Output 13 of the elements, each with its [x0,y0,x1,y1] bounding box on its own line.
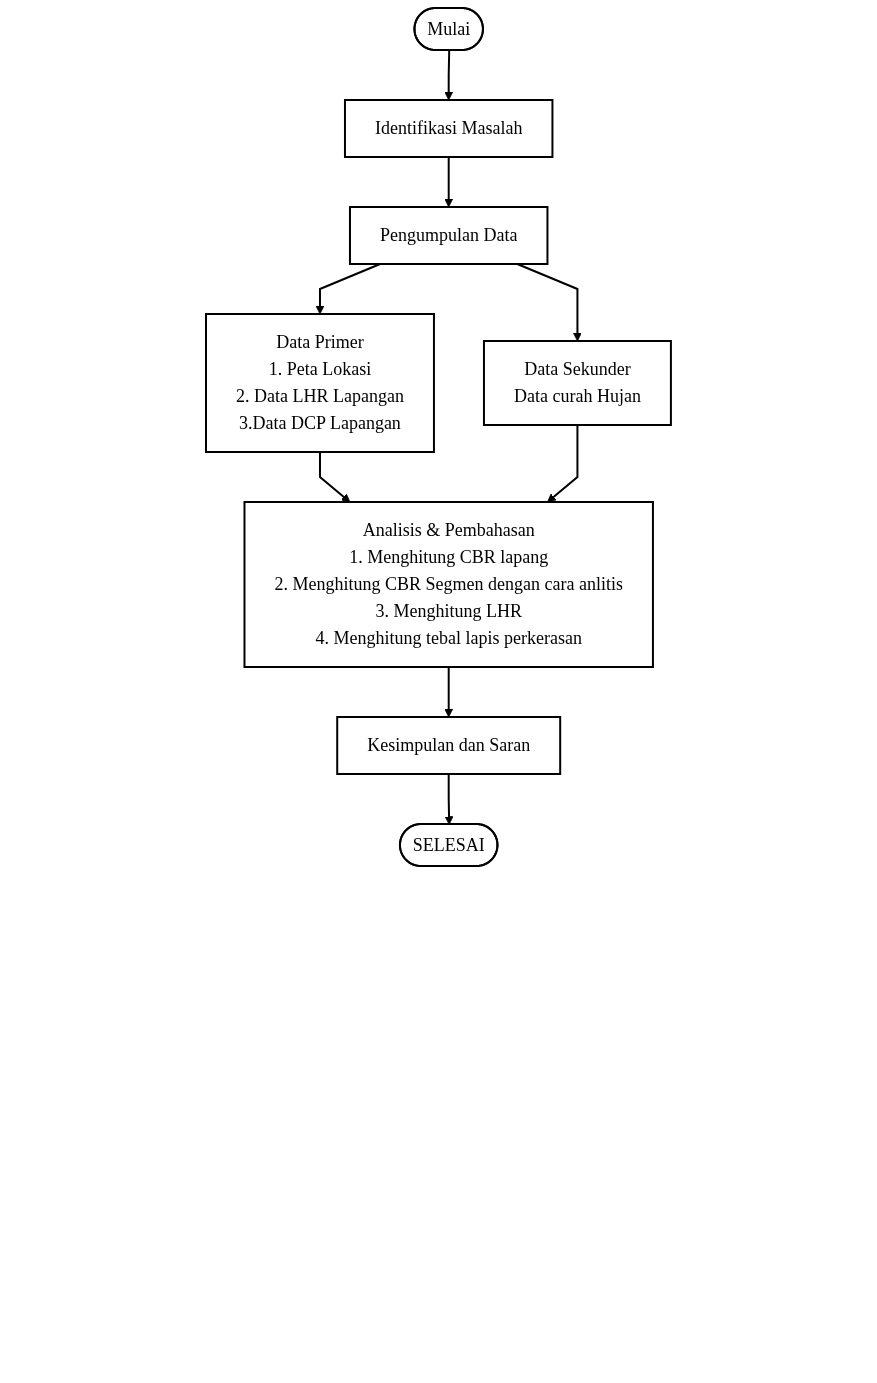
node-box: Data Primer 1. Peta Lokasi 2. Data LHR Lapangan 3.Data DCP Lapangan [205,313,435,453]
arrow [547,424,579,503]
arrow [444,49,454,101]
node-box: Kesimpulan dan Saran [336,716,562,775]
arrow [444,773,454,825]
arrow [319,451,351,503]
node-box: Analisis & Pembahasan 1. Menghitung CBR lapang 2. Menghitung CBR Segmen dengan cara anlitis 3. Menghitung LHR 4. Menghitung tebal lapis perkerasan [243,501,654,668]
arrow [516,263,582,342]
node-box: Data Sekunder Data curah Hujan [483,340,672,426]
node-box: Identifikasi Masalah [344,99,554,158]
arrow [444,666,454,718]
arrow [444,156,454,208]
node-box: Pengumpulan Data [349,206,549,265]
